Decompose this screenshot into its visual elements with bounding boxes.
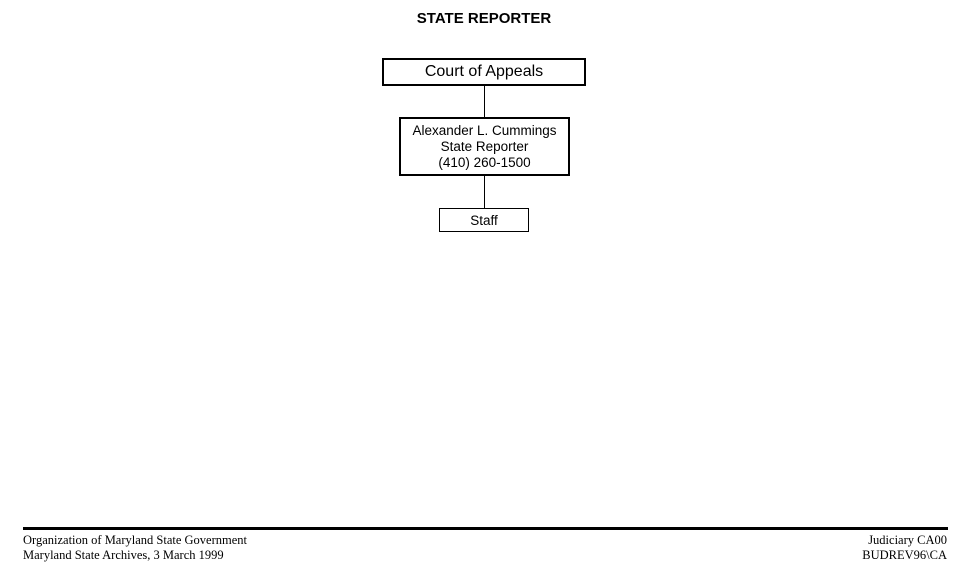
node-staff: Staff [439, 208, 529, 232]
node-label: Staff [470, 212, 498, 228]
node-phone: (410) 260-1500 [438, 154, 531, 170]
chart-title: STATE REPORTER [416, 10, 552, 27]
connector-line [484, 176, 485, 208]
footer-rule [23, 527, 948, 530]
node-state-reporter: Alexander L. Cummings State Reporter (41… [399, 117, 570, 176]
node-name: Alexander L. Cummings [412, 122, 557, 138]
node-position: State Reporter [440, 138, 529, 154]
footer-left: Organization of Maryland State Governmen… [23, 533, 247, 563]
connector-line [484, 86, 485, 117]
footer-file: BUDREV96\CA [862, 548, 947, 562]
footer-code: Judiciary CA00 [868, 533, 947, 547]
footer-organization: Organization of Maryland State Governmen… [23, 533, 248, 547]
node-court-of-appeals: Court of Appeals [382, 58, 586, 86]
footer-archives-date: Maryland State Archives, 3 March 1999 [23, 548, 224, 562]
node-label: Court of Appeals [424, 63, 544, 80]
footer-right: Judiciary CA00 BUDREV96\CA [862, 533, 947, 563]
